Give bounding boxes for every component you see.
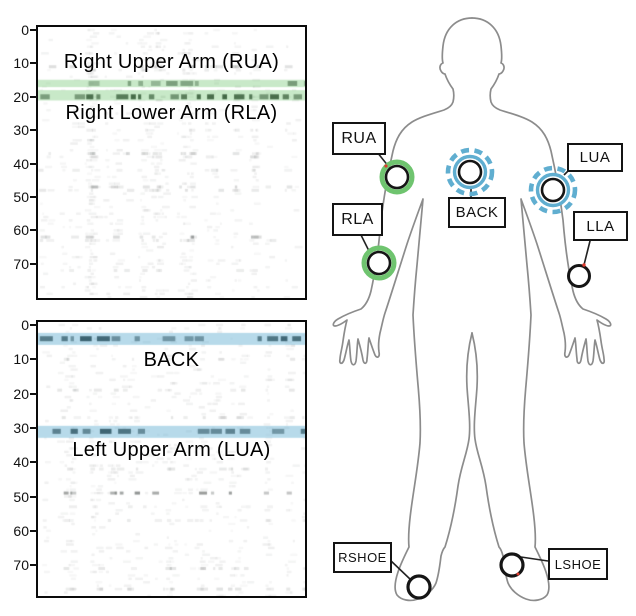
heatmap-canvas-right-arm — [38, 27, 305, 298]
y-tick-label: 20 — [13, 385, 29, 402]
y-tick-mark — [30, 461, 37, 464]
annotation-back: BACK — [143, 349, 200, 371]
lla-label: LLA — [586, 217, 615, 235]
y-tick-mark — [30, 564, 37, 567]
rshoe-label-box: RSHOE — [333, 542, 392, 573]
lla-leader-line — [583, 236, 592, 266]
y-tick-label: 20 — [13, 88, 29, 105]
y-tick-mark — [30, 62, 37, 65]
back-label-box: BACK — [448, 197, 506, 228]
y-tick-label: 50 — [13, 488, 29, 505]
back-sensor-marker — [445, 147, 495, 197]
y-tick-label: 30 — [13, 122, 29, 139]
y-tick-mark — [30, 324, 37, 326]
rla-label: RLA — [341, 210, 374, 228]
body-outline-right-half — [471, 17, 612, 602]
y-tick-mark — [30, 495, 37, 498]
y-tick-mark — [30, 392, 37, 395]
y-tick-label: 0 — [21, 317, 29, 333]
rshoe-label: RSHOE — [338, 550, 387, 565]
y-tick-mark — [30, 262, 37, 265]
y-tick-label: 70 — [13, 255, 29, 272]
rshoe-sensor-marker — [406, 574, 432, 600]
lshoe-sensor-marker — [499, 552, 525, 578]
lua-label-box: LUA — [567, 143, 623, 172]
y-tick-label: 10 — [13, 55, 29, 72]
rshoe-leader-line — [388, 558, 412, 581]
annotation-rla: Right Lower Arm (RLA) — [65, 102, 278, 124]
annotation-lua: Left Upper Arm (LUA) — [72, 439, 271, 461]
y-tick-label: 10 — [13, 351, 29, 368]
annotation-rua: Right Upper Arm (RUA) — [63, 51, 280, 73]
y-tick-label: 50 — [13, 189, 29, 205]
y-tick-mark — [30, 196, 37, 198]
lla-label-box: LLA — [573, 211, 628, 241]
lla-sensor-marker — [567, 263, 591, 288]
y-tick-mark — [30, 95, 37, 98]
heatmap-canvas-back-lua — [38, 322, 305, 596]
body-outline-svg — [332, 17, 612, 602]
lshoe-leader-line — [520, 556, 549, 562]
rua-label: RUA — [341, 129, 377, 147]
lshoe-label: LSHOE — [554, 556, 602, 572]
heatmap-plot-right-arm: Right Upper Arm (RUA) Right Lower Arm (R… — [13, 22, 307, 300]
y-tick-mark — [30, 29, 37, 31]
y-tick-label: 30 — [13, 419, 29, 436]
body-outline-left-half — [332, 17, 473, 602]
rla-sensor-marker — [361, 245, 397, 281]
y-tick-mark — [30, 129, 37, 132]
y-tick-mark — [30, 229, 37, 232]
y-tick-label: 0 — [21, 22, 29, 38]
y-tick-label: 60 — [13, 222, 29, 239]
lla-red-tip — [582, 263, 586, 267]
rua-red-tip — [384, 164, 388, 168]
heatmap-plot-back-lua: BACK Left Upper Arm (LUA) 0 10 20 30 40 50 60 7… — [13, 317, 307, 598]
lshoe-red-tip — [516, 572, 520, 576]
rla-label-box: RLA — [332, 203, 383, 236]
rua-sensor-marker — [379, 159, 415, 195]
y-tick-label: 70 — [13, 557, 29, 574]
lua-label: LUA — [579, 149, 611, 166]
y-tick-mark — [30, 426, 37, 429]
y-tick-label: 60 — [13, 522, 29, 539]
lshoe-label-box: LSHOE — [548, 548, 608, 580]
y-tick-label: 40 — [13, 454, 29, 471]
y-tick-label: 40 — [13, 155, 29, 172]
rua-label-box: RUA — [332, 122, 386, 155]
back-label: BACK — [455, 204, 499, 221]
y-tick-mark — [30, 358, 37, 361]
y-tick-mark — [30, 162, 37, 165]
lua-sensor-marker — [528, 165, 578, 215]
y-tick-mark — [30, 529, 37, 532]
